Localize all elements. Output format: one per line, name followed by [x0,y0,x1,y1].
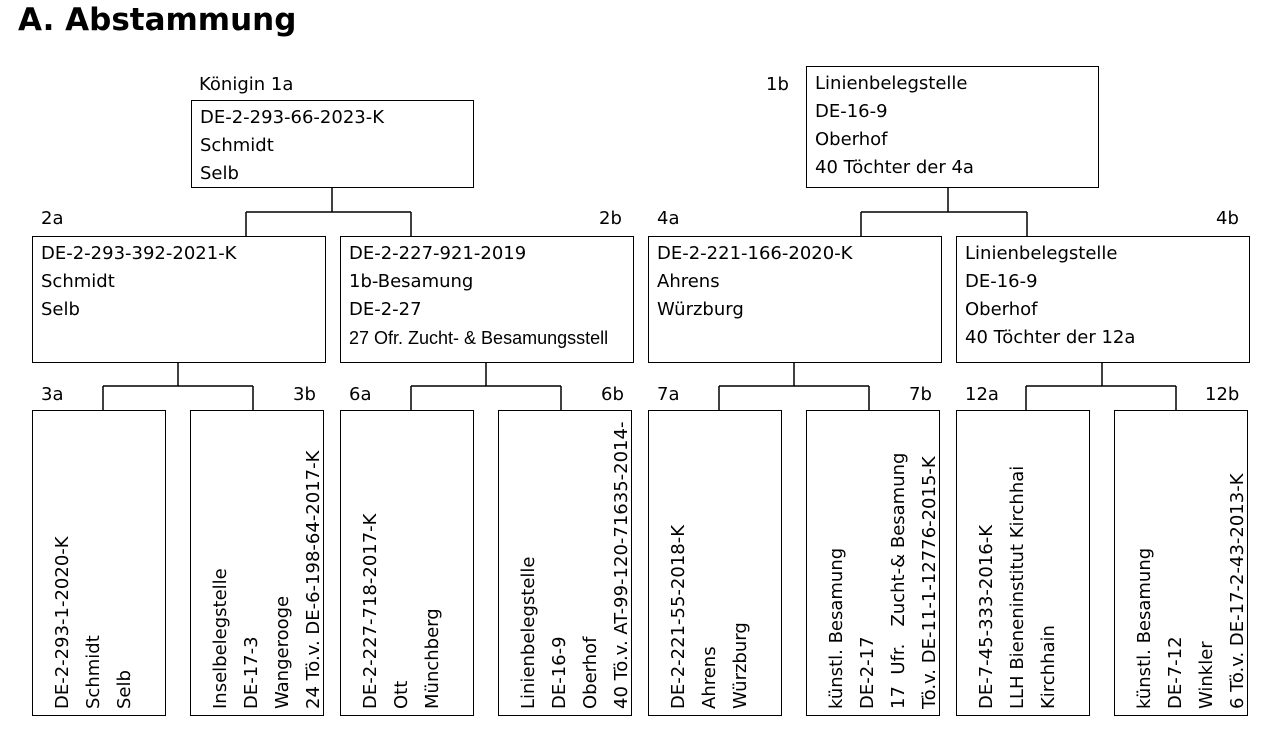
node-7a-box: DE-2-221-55-2018-K Ahrens Würzburg [648,410,782,716]
node-3b-label: 3b [293,384,316,405]
node-2a-line: Schmidt [41,271,115,292]
queen-1a-label: Königin 1a [199,74,294,95]
queen-1a-line: Selb [200,163,239,184]
node-6b-line: Oberhof [580,636,601,709]
queen-1a-box: DE-2-293-66-2023-K Schmidt Selb [191,100,474,188]
node-3b-line: DE-17-3 [241,636,262,709]
node-4b-label: 4b [1216,208,1239,229]
node-4a-label: 4a [657,208,680,229]
node-3a-line: DE-2-293-1-2020-K [52,536,73,709]
queen-1a-line: Schmidt [200,135,274,156]
node-6b-label: 6b [601,384,624,405]
node-4b-line: Linienbelegstelle [965,243,1118,264]
node-2a-box: DE-2-293-392-2021-K Schmidt Selb [32,236,326,363]
node-12b-box: künstl. Besamung DE-7-12 Winkler 6 Tö.v.… [1114,410,1248,716]
node-7a-line: DE-2-221-55-2018-K [668,524,689,709]
node-12a-line: Kirchhain [1038,625,1059,709]
node-12a-line: LLH Bieneninstitut Kirchhai [1007,465,1028,709]
node-2a-line: DE-2-293-392-2021-K [41,243,237,264]
node-2b-label: 2b [599,208,622,229]
node-12b-line: künstl. Besamung [1134,547,1155,709]
node-12b-line: 6 Tö.v. DE-17-2-43-2013-K [1227,473,1248,709]
node-4a-line: Ahrens [657,271,720,292]
node-1b-label: 1b [766,74,789,95]
node-4a-line: Würzburg [657,299,744,320]
node-7a-line: Würzburg [730,622,751,709]
node-4b-line: DE-16-9 [965,271,1038,292]
node-7b-line: 17 Ufr. Zucht-& Besamung [888,452,909,709]
node-2b-line: DE-2-27 [349,299,422,320]
node-6b-line: DE-16-9 [549,636,570,709]
node-7b-line: künstl. Besamung [826,547,847,709]
node-1b-line: Linienbelegstelle [815,73,968,94]
node-7a-line: Ahrens [699,646,720,709]
node-7a-label: 7a [657,384,680,405]
node-12a-label: 12a [965,384,999,405]
node-7b-label: 7b [909,384,932,405]
node-1b-box: Linienbelegstelle DE-16-9 Oberhof 40 Töc… [806,66,1099,188]
node-3a-box: DE-2-293-1-2020-K Schmidt Selb [32,410,166,716]
node-7b-line: DE-2-17 [857,636,878,709]
node-3b-line: 24 Tö.v. DE-6-198-64-2017-K [303,450,324,709]
node-6a-label: 6a [349,384,372,405]
node-3b-line: Inselbelegstelle [210,568,231,709]
node-6a-line: DE-2-227-718-2017-K [360,513,381,710]
node-1b-line: 40 Töchter der 4a [815,157,974,178]
node-4b-line: 40 Töchter der 12a [965,327,1136,348]
node-2b-line: 27 Ofr. Zucht- & Besamungsstell [349,328,609,348]
node-2b-line: 1b-Besamung [349,271,474,292]
node-4b-box: Linienbelegstelle DE-16-9 Oberhof 40 Töc… [956,236,1250,363]
node-7b-line: Tö.v. DE-11-1-12776-2015-K [919,456,940,709]
node-6b-line: 40 Tö.v. AT-99-120-71635-2014- [611,421,632,709]
node-2a-label: 2a [41,208,64,229]
node-12a-line: DE-7-45-333-2016-K [976,524,997,709]
node-3a-line: Schmidt [83,635,104,709]
node-12b-label: 12b [1205,384,1240,405]
node-2b-box: DE-2-227-921-2019 1b-Besamung DE-2-27 27… [340,236,634,363]
node-3b-box: Inselbelegstelle DE-17-3 Wangerooge 24 T… [190,410,324,716]
node-7b-box: künstl. Besamung DE-2-17 17 Ufr. Zucht-&… [806,410,940,716]
node-4a-line: DE-2-221-166-2020-K [657,243,853,264]
node-3b-line: Wangerooge [272,595,293,709]
node-6b-line: Linienbelegstelle [518,556,539,709]
node-6a-box: DE-2-227-718-2017-K Ott Münchberg [340,410,474,716]
node-2a-line: Selb [41,299,80,320]
node-6a-line: Ott [391,680,412,709]
node-4a-box: DE-2-221-166-2020-K Ahrens Würzburg [648,236,942,363]
node-12b-line: Winkler [1196,641,1217,709]
section-title: A. Abstammung [18,2,297,38]
node-12b-line: DE-7-12 [1165,636,1186,709]
node-1b-line: Oberhof [815,129,888,150]
queen-1a-line: DE-2-293-66-2023-K [200,107,385,128]
node-4b-line: Oberhof [965,299,1038,320]
node-6a-line: Münchberg [422,608,443,709]
node-3a-label: 3a [41,384,64,405]
node-1b-line: DE-16-9 [815,101,888,122]
node-6b-box: Linienbelegstelle DE-16-9 Oberhof 40 Tö.… [498,410,632,716]
node-2b-line: DE-2-227-921-2019 [349,243,527,264]
node-3a-line: Selb [114,670,135,709]
node-12a-box: DE-7-45-333-2016-K LLH Bieneninstitut Ki… [956,410,1090,716]
